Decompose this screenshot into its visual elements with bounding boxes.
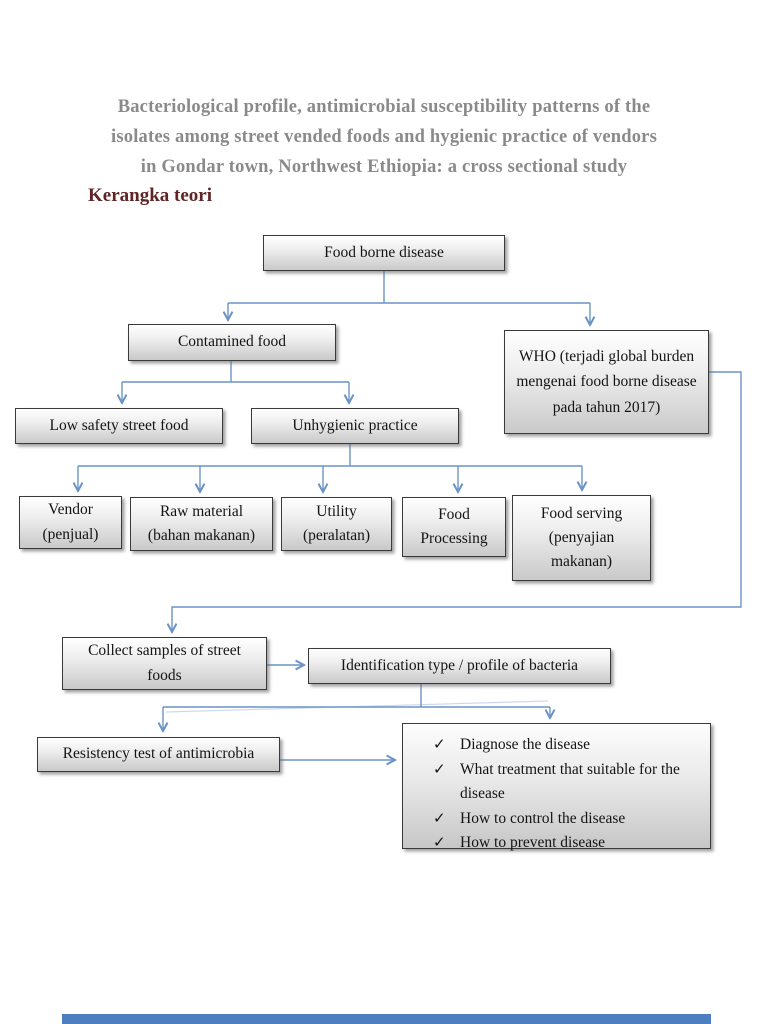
node-label: Low safety street food (49, 416, 189, 434)
node-utility: Utility (peralatan) (281, 497, 392, 551)
outcome-label: How to prevent disease (460, 834, 606, 851)
connector-unhygienic-split (78, 443, 582, 467)
outcome-label: Diagnose the disease (460, 736, 590, 753)
node-low-safety-street-food: Low safety street food (15, 408, 223, 444)
page-title-line: isolates among street vended foods and h… (111, 127, 657, 147)
node-identification: Identification type / profile of bacteri… (308, 648, 611, 684)
node-vendor: Vendor (penjual) (19, 496, 122, 549)
connector-contamined-split (122, 360, 349, 383)
node-food-borne-disease: Food borne disease (263, 235, 505, 271)
outcome-item: ✓ How to control the disease (433, 807, 700, 832)
node-label: Food serving (penyajian makanan) (540, 504, 623, 570)
checkmark-icon: ✓ (433, 737, 446, 753)
node-label: Food borne disease (324, 243, 444, 261)
node-label: Raw material (bahan makanan) (147, 502, 256, 544)
node-label: Contamined food (177, 333, 287, 351)
node-label: WHO (terjadi global burden mengenai food… (516, 348, 697, 416)
outcome-item: ✓ How to prevent disease (433, 831, 700, 856)
page-title-line: Bacteriological profile, antimicrobial s… (117, 97, 651, 117)
node-label: Collect samples of street foods (88, 642, 241, 684)
connector-who-to-collect (172, 371, 742, 632)
outcome-item: ✓ What treatment that suitable for the d… (433, 758, 700, 807)
node-food-serving: Food serving (penyajian makanan) (512, 495, 651, 581)
outcome-label: What treatment that suitable for the dis… (460, 760, 680, 803)
connector-faint-diagonal (165, 700, 549, 713)
page-title: Bacteriological profile, antimicrobial s… (40, 92, 728, 182)
node-label: Vendor (penjual) (42, 501, 99, 543)
outcome-label: How to control the disease (460, 809, 626, 827)
checkmark-icon: ✓ (433, 761, 446, 778)
node-label: Identification type / profile of bacteri… (340, 656, 579, 674)
checkmark-icon: ✓ (433, 810, 446, 827)
checkmark-icon: ✓ (433, 835, 446, 851)
node-label: Resistency test of antimicrobia (62, 745, 255, 763)
outcome-item: ✓ Diagnose the disease (433, 733, 700, 758)
node-who-global-burden: WHO (terjadi global burden mengenai food… (504, 330, 709, 434)
node-outcomes: ✓ Diagnose the disease ✓ What treatment … (402, 723, 711, 851)
node-collect-samples: Collect samples of street foods (62, 637, 267, 690)
section-heading: Kerangka teori (88, 185, 213, 206)
connector-identification-split (163, 683, 550, 708)
node-label: Utility (peralatan) (302, 502, 371, 544)
node-unhygienic-practice: Unhygienic practice (251, 408, 459, 444)
node-label: Unhygienic practice (292, 416, 418, 434)
node-label: Food Processing (420, 505, 488, 547)
page-title-line: in Gondar town, Northwest Ethiopia: a cr… (140, 157, 628, 177)
node-food-processing: Food Processing (402, 497, 506, 557)
node-resistency-test: Resistency test of antimicrobia (37, 737, 280, 772)
page-edge-bar (62, 1014, 711, 1024)
connector-top-split (228, 270, 590, 304)
node-raw-material: Raw material (bahan makanan) (130, 497, 273, 551)
node-contamined-food: Contamined food (128, 324, 336, 361)
